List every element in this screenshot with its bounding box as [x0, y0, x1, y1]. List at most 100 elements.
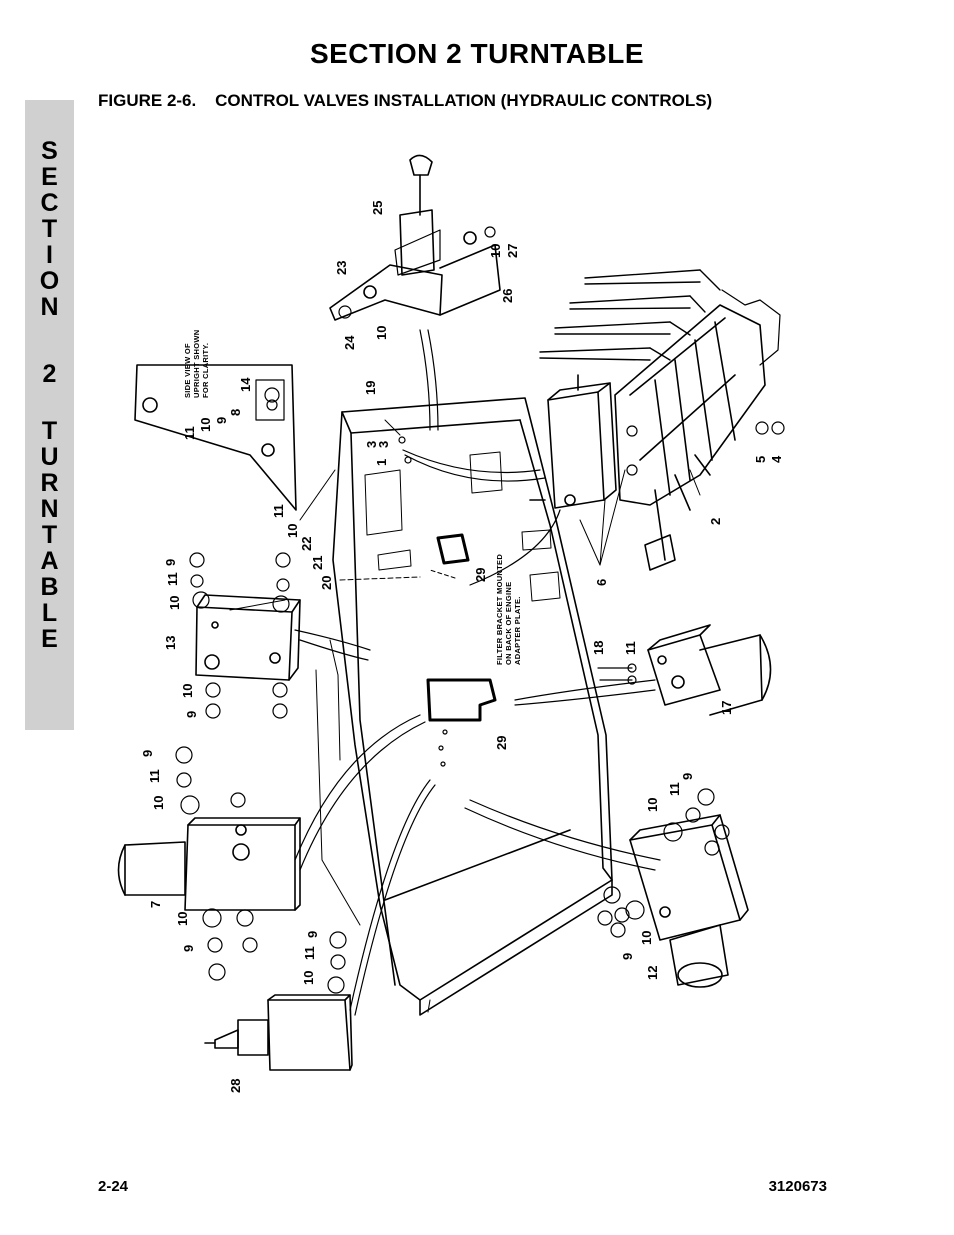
callout: 11: [165, 572, 180, 586]
callout: 11: [147, 769, 162, 783]
section-title: SECTION 2 TURNTABLE: [309, 38, 645, 69]
callout: 11: [271, 504, 286, 518]
callout: 18: [591, 641, 606, 655]
callout: 21: [310, 556, 325, 570]
side-view-note-line-1: SIDE VIEW OF: [183, 343, 192, 398]
callout: 9: [181, 945, 196, 952]
side-tab-letter: N: [40, 293, 59, 321]
callout: 7: [148, 901, 163, 908]
side-view-note-line-3: FOR CLARITY.: [201, 343, 210, 398]
side-tab-letter: T: [41, 521, 58, 549]
callout: 3: [364, 441, 379, 448]
side-tab-letter: T: [41, 215, 58, 243]
callout: 9: [163, 559, 178, 566]
side-tab-letter: 2: [42, 360, 57, 388]
side-view-note: SIDE VIEW OF UPRIGHT SHOWN FOR CLARITY.: [183, 330, 210, 398]
callout: 10: [180, 684, 195, 698]
side-tab-letter: N: [40, 495, 59, 523]
callout: 29: [494, 736, 509, 750]
side-view-note-line-2: UPRIGHT SHOWN: [192, 330, 201, 398]
side-tab-letter: I: [46, 241, 53, 269]
control-valve-bank: [614, 289, 781, 571]
callout: 24: [342, 335, 357, 350]
callout: 29: [473, 568, 488, 582]
callout: 11: [302, 946, 317, 960]
callouts: 25 10 27 23 26 24 10 14 8 11 10 9 19 3 3…: [140, 201, 784, 1093]
callout: 4: [769, 455, 784, 463]
callout: 13: [163, 636, 178, 650]
side-tab-letter: T: [41, 417, 58, 445]
filter-bracket-note-line-1: FILTER BRACKET MOUNTED: [495, 554, 504, 665]
callout: 10: [374, 326, 389, 340]
side-tab-letter: E: [41, 163, 58, 191]
callout: 10: [151, 796, 166, 810]
callout: 9: [305, 931, 320, 938]
valve-block-12: [629, 814, 749, 988]
callout: 11: [623, 641, 638, 655]
upright-side-view: [134, 364, 336, 521]
page-number: 2-24: [98, 1178, 129, 1195]
callout: 17: [719, 701, 734, 715]
callout: 10: [645, 798, 660, 812]
side-tab-letter: A: [40, 547, 59, 575]
valve-block-7: [117, 817, 301, 911]
side-tab-letter: B: [40, 573, 59, 601]
side-tab-letter: O: [39, 267, 60, 295]
callout: 9: [214, 417, 229, 424]
callout: 19: [363, 381, 378, 395]
callout: 5: [753, 456, 768, 463]
callout: 26: [500, 289, 515, 303]
callout: 25: [370, 201, 385, 215]
callout: 9: [140, 750, 155, 757]
document-number: 3120673: [768, 1178, 827, 1195]
callout: 27: [505, 244, 520, 258]
callout: 10: [488, 244, 503, 258]
callout: 10: [285, 524, 300, 538]
callout: 10: [175, 912, 190, 926]
callout: 12: [645, 966, 660, 980]
valve-25: [399, 154, 435, 276]
callout: 8: [228, 409, 243, 416]
valve-block-28: [204, 994, 353, 1071]
turntable-plate: [315, 397, 613, 1016]
callout: 10: [167, 596, 182, 610]
gasket-29: [426, 533, 497, 722]
inlet-section: [529, 374, 617, 509]
callout: 11: [667, 782, 682, 796]
filter-17: [647, 624, 772, 716]
callout: 11: [182, 426, 197, 440]
callout: 1: [374, 459, 389, 466]
side-tab-letter: E: [41, 625, 58, 653]
side-tab-letter: U: [40, 443, 59, 471]
bracket-23-26: [329, 229, 501, 321]
callout: 3: [376, 441, 391, 448]
callout: 10: [639, 931, 654, 945]
leader-lines: [229, 419, 701, 611]
filter-bracket-note-line-3: ADAPTER PLATE.: [513, 596, 522, 665]
side-tab: S E C T I O N 2 T U R N T A B L E: [25, 100, 74, 730]
callout: 9: [184, 711, 199, 718]
side-tab-letter: L: [41, 599, 58, 627]
callout: 14: [238, 377, 253, 392]
figure-title: FIGURE 2-6. CONTROL VALVES INSTALLATION …: [98, 91, 713, 110]
hose-lines: [294, 329, 661, 1016]
callout: 2: [708, 518, 723, 525]
valve-handles: [539, 269, 721, 361]
callout: 23: [334, 261, 349, 275]
side-tab-letter: S: [41, 137, 58, 165]
callout: 9: [620, 953, 635, 960]
callout: 28: [228, 1079, 243, 1093]
callout: 22: [299, 537, 314, 551]
callout: 10: [198, 418, 213, 432]
valve-block-13: [195, 594, 301, 681]
callout: 9: [680, 773, 695, 780]
callout: 10: [301, 971, 316, 985]
side-tab-letter: C: [40, 189, 59, 217]
side-tab-letter: R: [40, 469, 59, 497]
filter-bracket-note: FILTER BRACKET MOUNTED ON BACK OF ENGINE…: [495, 554, 522, 665]
filter-bracket-note-line-2: ON BACK OF ENGINE: [504, 582, 513, 665]
hardware: [175, 226, 785, 994]
callout: 6: [594, 579, 609, 586]
callout: 20: [319, 576, 334, 590]
